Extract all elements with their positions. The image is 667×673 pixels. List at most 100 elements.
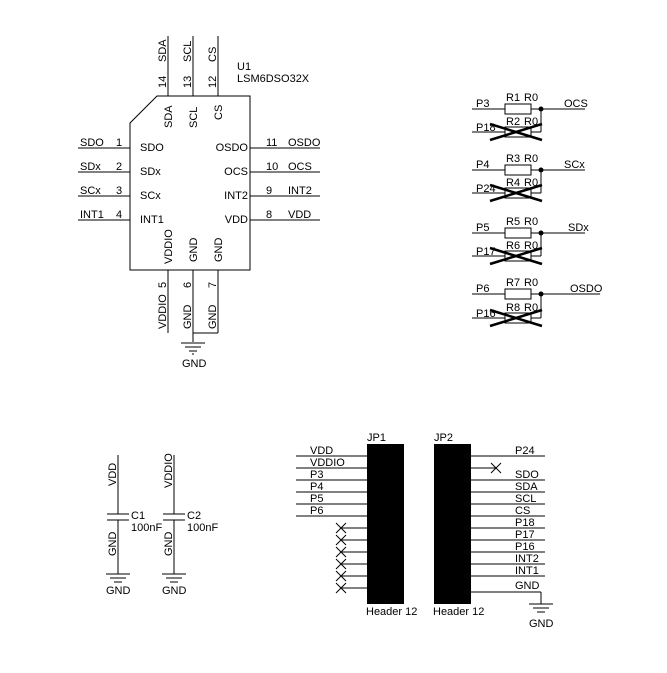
cap-ref: C1 — [131, 510, 145, 522]
right-pin-name: INT2 — [224, 190, 248, 202]
cap-bot-net: GND — [163, 532, 175, 557]
right-pin-name: VDD — [225, 214, 248, 226]
header-pin-label: P6 — [310, 505, 323, 517]
ground-label: GND — [529, 618, 554, 630]
left-pin-name: SDO — [140, 142, 164, 154]
header-label: Header 12 — [366, 606, 417, 618]
top-pin-number: 14 — [157, 76, 169, 88]
header-pin-label: INT2 — [515, 553, 539, 565]
port-label: P5 — [476, 222, 489, 234]
top-pin-name: CS — [213, 105, 225, 120]
resistor-ref: R5 — [506, 216, 520, 228]
net-label: OCS — [564, 98, 588, 110]
header-pin-label: SDA — [515, 481, 538, 493]
port-label: P16 — [476, 308, 496, 320]
right-pin-net: OSDO — [288, 137, 321, 149]
header-pin-label: SDO — [515, 469, 539, 481]
port-label: P24 — [476, 183, 496, 195]
resistor-ref: R8 — [506, 302, 520, 314]
right-pin-number: 10 — [266, 161, 278, 173]
header-label: Header 12 — [433, 606, 484, 618]
resistor-pairs: P3 P18 R1 R0 R2 R0 OCS P4 P24 R3 R0 R4 R… — [472, 92, 603, 328]
top-pin-number: 13 — [182, 76, 194, 88]
header-ref: JP1 — [367, 432, 386, 444]
top-pin-name: SCL — [188, 107, 200, 128]
top-pin-net: CS — [207, 47, 219, 62]
resistor-value: R0 — [524, 92, 538, 104]
left-pin-number: 4 — [116, 209, 122, 221]
left-pin-net: INT1 — [80, 209, 104, 221]
net-label: OSDO — [570, 283, 603, 295]
port-label: P3 — [476, 98, 489, 110]
left-pin-net: SCx — [80, 185, 101, 197]
left-pin-net: SDO — [80, 137, 104, 149]
header-pin-label: INT1 — [515, 565, 539, 577]
resistor-pair: P4 P24 R3 R0 R4 R0 SCx — [472, 153, 585, 203]
header-body — [434, 444, 471, 604]
cap-top-net: VDD — [107, 463, 119, 486]
right-pin-net: VDD — [288, 209, 311, 221]
ground-label: GND — [106, 585, 131, 597]
cap-value: 100nF — [131, 522, 162, 534]
header-pin-label: P5 — [310, 493, 323, 505]
resistor-ref: R1 — [506, 92, 520, 104]
resistor-pair: P5 P17 R5 R0 R6 R0 SDx — [472, 216, 589, 266]
right-pin-name: OSDO — [216, 142, 249, 154]
header-pin-label: P18 — [515, 517, 535, 529]
ground-label: GND — [182, 358, 207, 370]
right-pin-number: 8 — [266, 209, 272, 221]
resistor-ref: R2 — [506, 116, 520, 128]
header-ref: JP2 — [434, 432, 453, 444]
header-pin-label: P24 — [515, 445, 535, 457]
resistor — [504, 227, 532, 239]
resistor-value: R0 — [524, 116, 538, 128]
capacitor-c1: VDD GND C1 100nF GND — [106, 455, 162, 597]
header-pin-label: VDDIO — [310, 457, 345, 469]
cap-value: 100nF — [187, 522, 218, 534]
bottom-pin-name: GND — [213, 238, 225, 263]
top-pin-net: SCL — [182, 41, 194, 62]
port-label: P18 — [476, 122, 496, 134]
capacitor-c2: VDDIO GND C2 100nF GND — [162, 453, 218, 597]
top-pin-number: 12 — [207, 76, 219, 88]
resistor-value: R0 — [524, 216, 538, 228]
resistor-value: R0 — [524, 302, 538, 314]
header-pin-label: P17 — [515, 529, 535, 541]
bottom-pin-name: GND — [188, 238, 200, 263]
right-pin-number: 9 — [266, 185, 272, 197]
resistor — [504, 288, 532, 300]
resistor-value: R0 — [524, 153, 538, 165]
chip-right-pins: OSDO OCS INT2 VDD 11 10 9 8 OSDO OCS INT… — [216, 137, 321, 226]
junction-dot — [538, 230, 544, 236]
resistor-value: R0 — [524, 277, 538, 289]
resistor-pair: P6 P16 R7 R0 R8 R0 OSDO — [472, 277, 603, 328]
left-pin-number: 2 — [116, 161, 122, 173]
resistor-ref: R6 — [506, 240, 520, 252]
header-pin-label: GND — [515, 580, 540, 592]
resistor-pair: P3 P18 R1 R0 R2 R0 OCS — [472, 92, 588, 142]
right-pin-number: 11 — [266, 137, 277, 149]
resistor-ref: R4 — [506, 177, 520, 189]
net-label: SDx — [568, 222, 589, 234]
right-pin-name: OCS — [224, 166, 248, 178]
junction-dot — [538, 167, 544, 173]
net-label: SCx — [564, 159, 585, 171]
capacitors: VDD GND C1 100nF GND VDDIO GND C2 100nF … — [106, 453, 218, 597]
resistor-value: R0 — [524, 240, 538, 252]
junction-dot — [538, 291, 544, 297]
resistor — [504, 164, 532, 176]
cap-bot-net: GND — [107, 532, 119, 557]
chip-left-pins: SDO SDx SCx INT1 1 2 3 4 SDO SDx SCx INT… — [78, 137, 164, 226]
resistor-value: R0 — [524, 177, 538, 189]
bottom-pin-number: 7 — [207, 282, 219, 288]
chip-u1: U1 LSM6DSO32X SDO SDx SCx INT1 1 2 3 4 S… — [78, 36, 321, 370]
cap-ref: C2 — [187, 510, 201, 522]
ground-label: GND — [162, 585, 187, 597]
port-label: P17 — [476, 246, 496, 258]
left-pin-number: 3 — [116, 185, 122, 197]
chip-top-pins: SDA SCL CS 14 13 12 SDA SCL CS — [157, 36, 225, 128]
header-pin-label: P3 — [310, 469, 323, 481]
right-pin-net: INT2 — [288, 185, 312, 197]
left-pin-name: INT1 — [140, 214, 164, 226]
